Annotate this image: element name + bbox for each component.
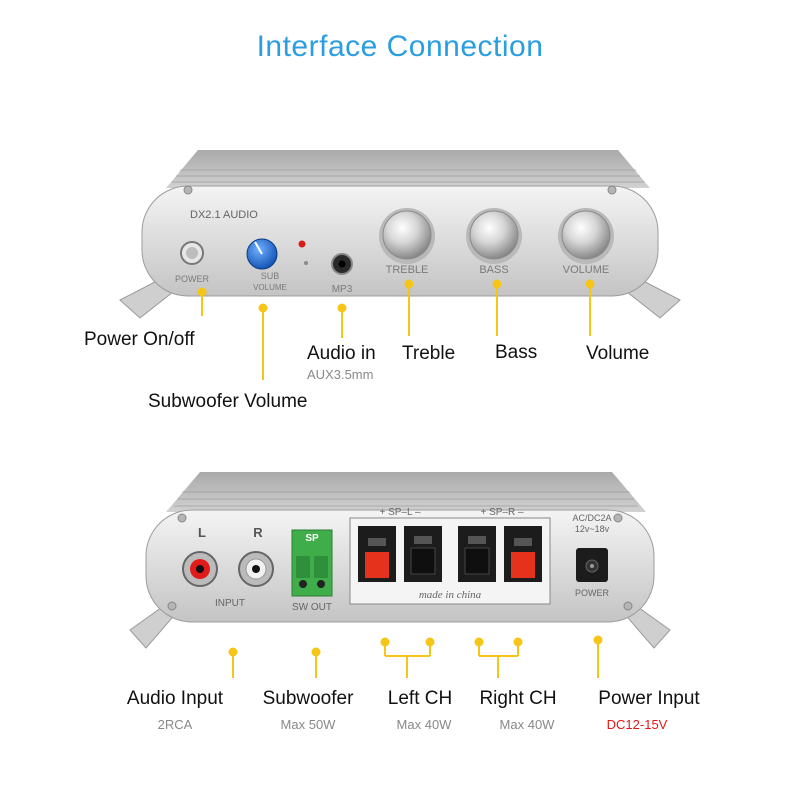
- model-text: DX2.1 AUDIO: [190, 209, 258, 221]
- rca-left-label: L: [198, 525, 206, 540]
- speaker-terminal-right-neg: [504, 526, 542, 582]
- callout-left-ch-spec: Max 40W: [396, 717, 452, 732]
- made-in-label: made in china: [419, 589, 482, 601]
- callout-right-ch-spec: Max 40W: [499, 717, 555, 732]
- callout-subwoofer: Subwoofer: [262, 688, 354, 709]
- ac-dc-label: AC/DC2A: [572, 513, 611, 523]
- callout-left-ch: Left CH: [387, 688, 453, 709]
- volume-knob: [561, 210, 611, 260]
- callout-audio-input-spec: 2RCA: [157, 717, 193, 732]
- callout-bass: Bass: [495, 342, 538, 363]
- mp3-label: MP3: [332, 284, 353, 295]
- callout-volume: Volume: [586, 343, 650, 364]
- callout-power-input: Power Input: [598, 688, 700, 709]
- front-callout-lines: [197, 279, 595, 380]
- sp-r-label: + SP–R –: [480, 507, 524, 518]
- bass-label: BASS: [479, 264, 508, 276]
- treble-label: TREBLE: [386, 264, 429, 276]
- speaker-terminal-left-pos: [358, 526, 396, 582]
- rear-callout-lines: [228, 635, 603, 678]
- volume-label: VOLUME: [563, 264, 609, 276]
- callout-power-input-spec: DC12-15V: [606, 717, 668, 732]
- front-screw: [607, 185, 617, 195]
- front-panel: DX2.1 AUDIO POWER SUB VOLUME MP3 TREBLE …: [119, 150, 681, 319]
- callout-audio-in-spec: AUX3.5mm: [307, 367, 374, 382]
- bass-knob: [469, 210, 519, 260]
- sp-l-label: + SP–L –: [379, 507, 420, 518]
- rear-heatsink-fins: [174, 491, 638, 507]
- power-label: POWER: [175, 274, 210, 284]
- front-heatsink-fins: [172, 169, 644, 183]
- page-title: Interface Connection: [256, 30, 544, 63]
- rear-panel: L R INPUT SP SW OUT + SP–L – + SP–R –: [129, 472, 671, 649]
- treble-knob: [382, 210, 432, 260]
- front-screw: [183, 185, 193, 195]
- callout-power-on-off: Power On/off: [84, 329, 195, 350]
- callout-subwoofer-volume: Subwoofer Volume: [148, 391, 308, 412]
- dc-power-label: POWER: [575, 588, 610, 598]
- power-button-cap: [186, 247, 198, 259]
- power-led: [298, 240, 306, 248]
- callout-right-ch: Right CH: [479, 688, 557, 709]
- callout-subwoofer-spec: Max 50W: [280, 717, 336, 732]
- sub-volume-label: VOLUME: [253, 283, 287, 292]
- callout-treble: Treble: [402, 343, 456, 364]
- input-label: INPUT: [215, 598, 245, 609]
- voltage-label: 12v~18v: [575, 524, 610, 534]
- rca-right-label: R: [253, 525, 263, 540]
- front-heatsink-top: [166, 150, 650, 188]
- sub-label: SUB: [261, 271, 280, 281]
- callout-audio-in: Audio in: [307, 343, 376, 364]
- sw-out-label: SW OUT: [292, 602, 332, 613]
- speaker-terminal-left-neg: [404, 526, 442, 582]
- speaker-terminal-right-pos: [458, 526, 496, 582]
- sp-label: SP: [305, 533, 319, 544]
- callout-audio-input: Audio Input: [126, 688, 224, 709]
